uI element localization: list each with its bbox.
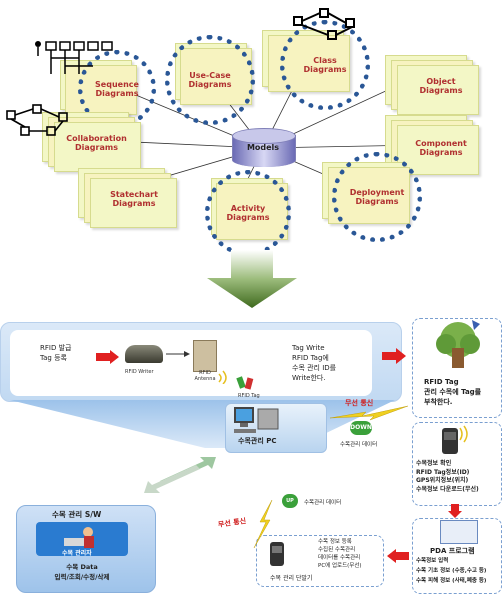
red-arrow-2 [382,348,406,364]
class-diagrams-node: Class Diagrams [262,18,370,110]
computer-icon [234,407,279,433]
pda-info: 수목정보 입력 수목 기초 정보 (수종,수고 등) 수목 피해 정보 (사태,… [416,558,487,584]
admin-label: 수목 관리자 [62,550,92,557]
object-diagrams-label: Object Diagrams [419,77,463,95]
up-data-label: 수목관리 데이터 [304,500,342,506]
activity-diagrams-node: Activity Diagrams [203,170,293,256]
sequence-diagram-icon [35,41,113,74]
lightning-icon-1 [330,405,409,421]
rfid-antenna-label: RFID Antenna [194,370,216,382]
management-pc-label: 수목관리 PC [238,437,277,445]
tag-write-desc: Tag Write RFID Tag에 수목 관리 ID를 Write한다. [292,344,337,382]
red-arrow-3 [387,549,409,563]
terminal-icon [270,542,284,566]
use-case-diagrams-node: Use-Case Diagrams [165,35,255,125]
deployment-diagrams-label: Deployment Diagrams [349,188,405,206]
statechart-diagrams-label: Statechart Diagrams [110,190,158,208]
pda-screenshot [440,520,478,544]
antenna-wave-icon [218,370,227,384]
statechart-diagrams-node: Statechart Diagrams [78,168,178,228]
rfid-writer-device [125,345,163,363]
collaboration-diagrams-node: Collaboration Diagrams [42,112,142,172]
use-case-diagrams-label: Use-Case Diagrams [188,71,232,89]
activity-diagrams-label: Activity Diagrams [226,204,270,222]
rfid-tag-label: RFID Tag [238,393,260,399]
reader-info: 수목정보 확인 RFID Tag정보(ID) GPS위치정보(위치) 수목정보 … [416,460,479,493]
rfid-reader-icon [442,425,468,454]
down-data-label: 수목관리 데이터 [340,442,378,448]
software-desc: 수목 Data 입력/조회/수정/삭제 [54,563,110,581]
arrow-writer-antenna [166,351,190,357]
down-badge-text: DOWN [350,424,372,431]
deployment-diagrams-node: Deployment Diagrams [322,152,422,242]
red-arrow-down [448,504,462,518]
up-badge-text: UP [286,498,294,504]
lightning-icon-2 [253,500,273,549]
pda-title: PDA 프로그램 [430,547,475,555]
sequence-diagrams-node: Sequence Diagrams [60,50,156,128]
terminal-label: 수목 관리 단말기 [270,575,313,582]
tree-icon [436,320,480,368]
tag-attach-desc: RFID Tag 관리 수목에 Tag를 부착한다. [424,378,482,406]
software-title: 수목 관리 S/W [52,510,102,519]
down-badge: DOWN [350,421,372,435]
wireless-label-2: 무선 통신 [217,517,247,529]
rfid-issue-label: RFID 발급 Tag 등록 [40,344,72,362]
object-diagrams-node: Object Diagrams [385,55,485,115]
red-arrow-1 [96,350,119,364]
class-diagram-icon [293,8,355,40]
terminal-upload-desc: 수목 정보 등록 수집된 수목관리 데이터를 수목관리 PC에 업로드(무선) [318,539,362,569]
rfid-antenna-device [193,340,217,372]
collaboration-diagram-icon [6,104,68,136]
up-badge: UP [282,494,298,508]
models-label: Models [246,143,280,152]
models-database: Models [232,128,296,170]
sequence-diagrams-label: Sequence Diagrams [95,80,139,98]
admin-icon [64,527,94,548]
class-diagrams-label: Class Diagrams [303,56,347,74]
wireless-label-1: 무선 통신 [345,399,374,407]
rfid-issue-inner [10,330,372,396]
collaboration-diagrams-label: Collaboration Diagrams [66,134,127,152]
component-diagrams-label: Component Diagrams [415,139,467,157]
rfid-writer-label: RFID Writer [125,369,154,375]
down-arrow [207,250,297,308]
sync-arrows [144,457,216,493]
